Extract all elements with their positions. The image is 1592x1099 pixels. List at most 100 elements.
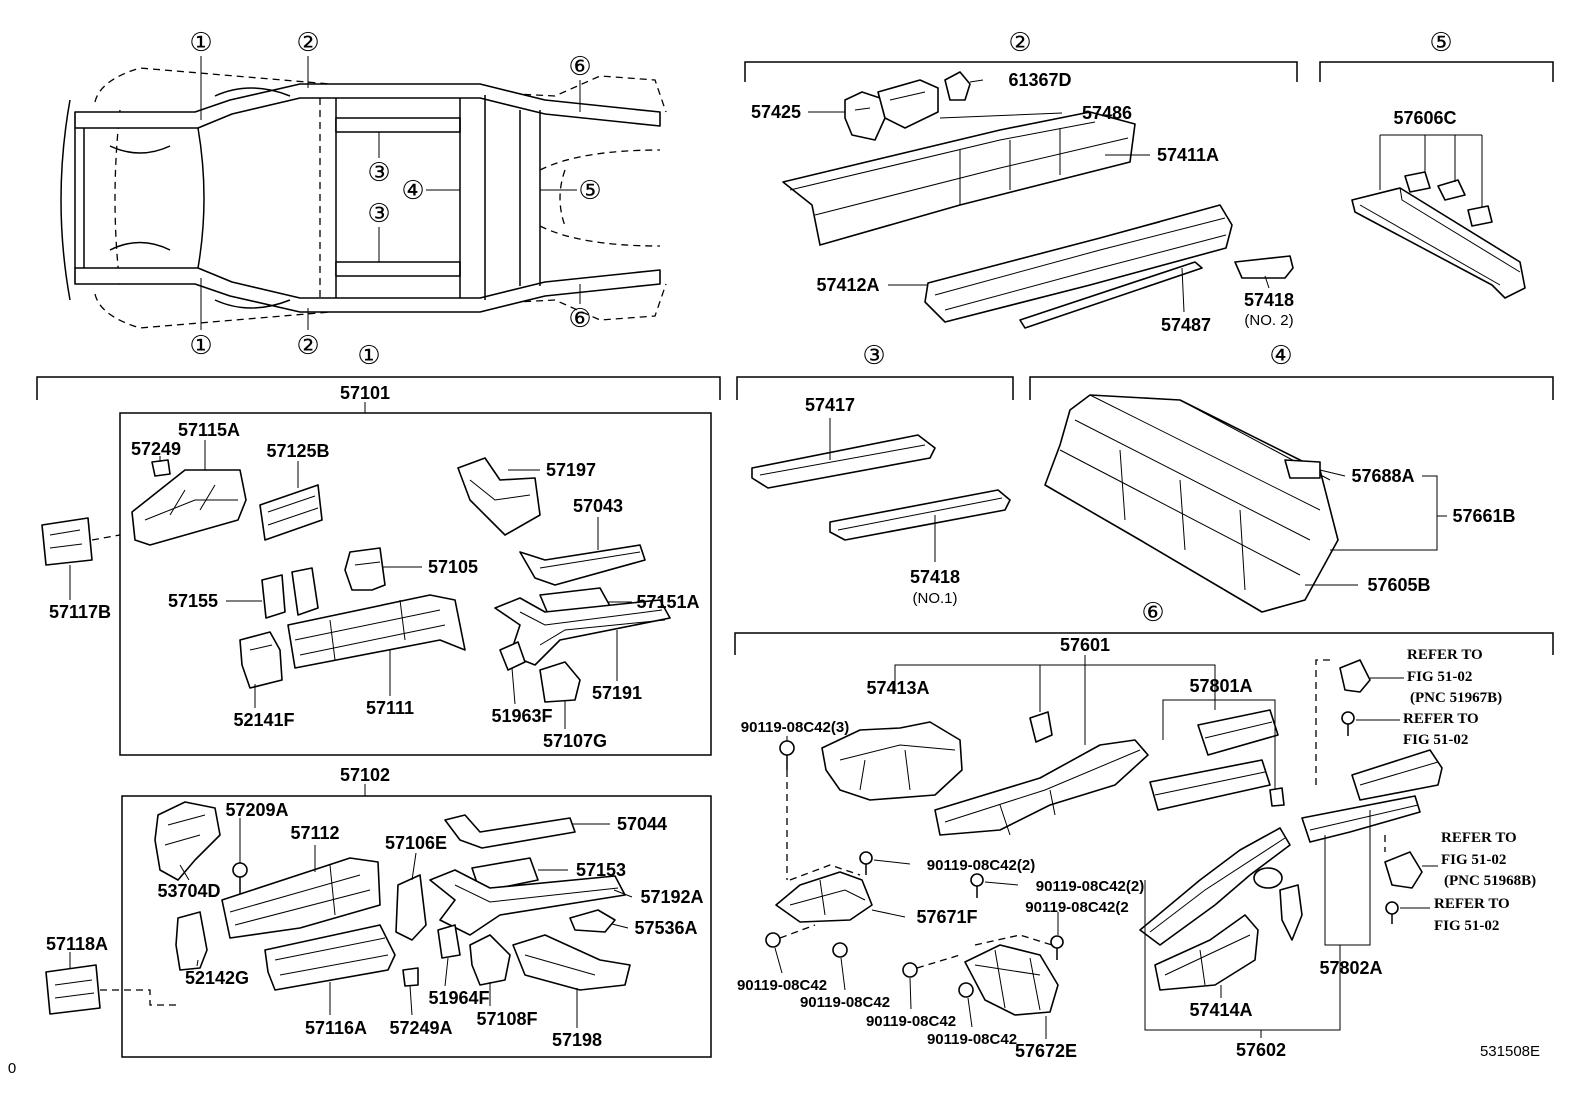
part-57111-drawing — [287, 594, 466, 669]
section-5-bracket — [1319, 61, 1554, 82]
label-57661B: 57661B — [1452, 506, 1515, 526]
part-57487-drawing — [1019, 261, 1203, 329]
label-57209A: 57209A — [225, 800, 288, 820]
label-57112: 57112 — [290, 823, 339, 843]
label-90119-08C42-a: 90119-08C42 — [737, 977, 827, 994]
part-57106E-drawing — [395, 874, 427, 941]
part-57602-drawing — [1139, 827, 1303, 946]
label-57688A: 57688A — [1351, 466, 1414, 486]
label-57116A: 57116A — [305, 1018, 367, 1038]
part-57192A-drawing — [429, 869, 626, 936]
label-57425: 57425 — [751, 102, 801, 122]
label-90119-08C42-2b: 90119-08C42(2) — [1036, 878, 1144, 895]
part-57411A-drawing — [782, 111, 1136, 246]
label-90119-08C42-c: 90119-08C42 — [866, 1013, 956, 1030]
callout-6-top: ⑥ — [568, 52, 591, 82]
part-57413A-drawing — [821, 721, 963, 801]
part-57418-no1-drawing — [829, 489, 1011, 541]
refer-d-line1: REFER TO — [1434, 896, 1510, 912]
label-57151A: 57151A — [636, 592, 699, 612]
label-57115A: 57115A — [178, 420, 240, 440]
label-57418-no1-note: (NO.1) — [913, 590, 958, 607]
section-2-bracket — [744, 61, 1298, 82]
label-57418-no1: 57418 — [910, 567, 960, 587]
part-57601-drawing — [934, 739, 1149, 836]
section-1-bracket — [36, 376, 721, 400]
part-57801A-drawing — [1149, 709, 1285, 811]
part-52142G-drawing — [175, 911, 208, 971]
label-57111: 57111 — [366, 698, 414, 718]
bolt-90119-08C42-3-drawing — [779, 740, 795, 880]
figure-code: 531508E — [1480, 1043, 1540, 1060]
callout-2-bottom: ② — [296, 331, 319, 361]
label-57197: 57197 — [546, 460, 596, 480]
part-52141F-drawing — [239, 631, 283, 689]
label-90119-08C42-2c: 90119-08C42(2 — [1025, 899, 1128, 916]
section-3: ③ 57417 57418 (NO.1) — [736, 341, 1014, 607]
part-57249-drawing — [151, 459, 171, 477]
label-57411A: 57411A — [1157, 145, 1219, 165]
part-57536A-drawing — [569, 909, 616, 933]
section-2: ② 61367D 57425 57486 57411A — [744, 28, 1298, 335]
section-3-bracket — [736, 376, 1014, 400]
section-2-leaders — [808, 79, 1270, 313]
label-51964F: 51964F — [428, 988, 489, 1008]
section-4-header: ④ — [1269, 341, 1292, 371]
refer-c-line2: FIG 51-02 — [1441, 852, 1506, 868]
label-90119-08C42-2a: 90119-08C42(2) — [927, 857, 1035, 874]
label-90119-08C42-3: 90119-08C42(3) — [741, 719, 849, 736]
label-57487: 57487 — [1161, 315, 1211, 335]
part-57661B-drawing — [1044, 394, 1339, 613]
part-57198-drawing — [512, 934, 631, 991]
part-57417-drawing — [751, 434, 936, 489]
group-57102-leaders — [69, 818, 633, 1028]
part-57191-drawing — [494, 597, 671, 666]
section-5-header: ⑤ — [1429, 28, 1452, 58]
part-57044-drawing — [444, 814, 576, 849]
part-51964F-drawing — [437, 924, 461, 959]
part-57412A-drawing — [924, 204, 1233, 323]
label-90119-08C42-b: 90119-08C42 — [800, 994, 890, 1011]
label-57192A: 57192A — [640, 887, 703, 907]
label-57105: 57105 — [428, 557, 478, 577]
label-57418-no2-note: (NO. 2) — [1244, 312, 1293, 329]
part-61367D-drawing — [944, 71, 971, 101]
label-57486: 57486 — [1082, 103, 1132, 123]
callout-3-lower: ③ — [367, 199, 390, 229]
label-90119-08C42-d: 90119-08C42 — [927, 1031, 1017, 1048]
section-6-bracket — [734, 632, 1554, 655]
section-6: ⑥ 57601 — [734, 598, 1554, 1061]
refer-bracket-51967B — [1315, 659, 1404, 790]
part-57606C-drawing — [1351, 171, 1526, 299]
part-57117B-drawing — [41, 517, 93, 566]
section-3-header: ③ — [862, 341, 885, 371]
refer-c-line1: REFER TO — [1441, 830, 1517, 846]
part-57601-bracket-drawing — [1029, 711, 1053, 743]
part-51963F-drawing — [499, 641, 526, 671]
part-57606C-leader — [1379, 134, 1483, 208]
bolt-90119-08C42-2b-drawing — [970, 873, 984, 898]
label-57191: 57191 — [592, 683, 642, 703]
section-6-header: ⑥ — [1141, 598, 1164, 628]
label-57606C: 57606C — [1393, 108, 1456, 128]
group-57102-box — [121, 795, 712, 1058]
part-57107G-drawing — [539, 661, 581, 703]
part-57118A-drawing — [45, 964, 101, 1015]
label-57044: 57044 — [617, 814, 667, 834]
label-57249A: 57249A — [389, 1018, 452, 1038]
refer-b-line2: FIG 51-02 — [1403, 732, 1468, 748]
part-57802A-drawing — [1301, 749, 1443, 843]
label-57043: 57043 — [573, 496, 623, 516]
frame-callouts: ① ② ⑥ ③ ④ ⑤ ③ ⑥ ② ① — [189, 28, 601, 361]
label-57118A: 57118A — [46, 934, 108, 954]
callout-5: ⑤ — [578, 176, 601, 206]
label-57602: 57602 — [1236, 1040, 1286, 1060]
section-6-leaders — [774, 736, 1222, 1039]
label-57117B: 57117B — [49, 602, 111, 622]
label-57418-no2: 57418 — [1244, 290, 1294, 310]
label-57536A: 57536A — [634, 918, 697, 938]
bolt-90119-08C42-2a-drawing — [859, 851, 873, 875]
section-4-bracket — [1029, 376, 1554, 400]
label-57108F: 57108F — [476, 1009, 537, 1029]
